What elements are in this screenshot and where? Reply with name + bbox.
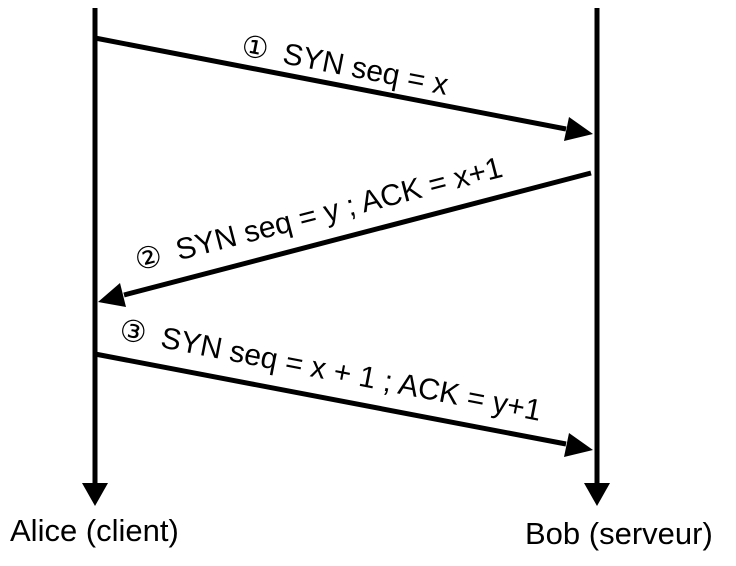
message-2-label: ② SYN seq = y ; ACK = x+1: [131, 151, 505, 278]
message-1-marker: ①: [239, 29, 272, 67]
message-3-marker: ③: [117, 313, 150, 351]
message-2-arrow: [98, 170, 592, 307]
client-lifeline: [82, 8, 108, 506]
server-lifeline: [584, 8, 610, 506]
client-label: Alice (client): [10, 513, 179, 548]
message-1-arrow: [94, 35, 593, 141]
message-1-label: ① SYN seq = x: [239, 29, 451, 101]
message-2-marker: ②: [131, 239, 165, 278]
message-3-arrow: [94, 351, 593, 457]
server-label: Bob (serveur): [525, 516, 713, 551]
